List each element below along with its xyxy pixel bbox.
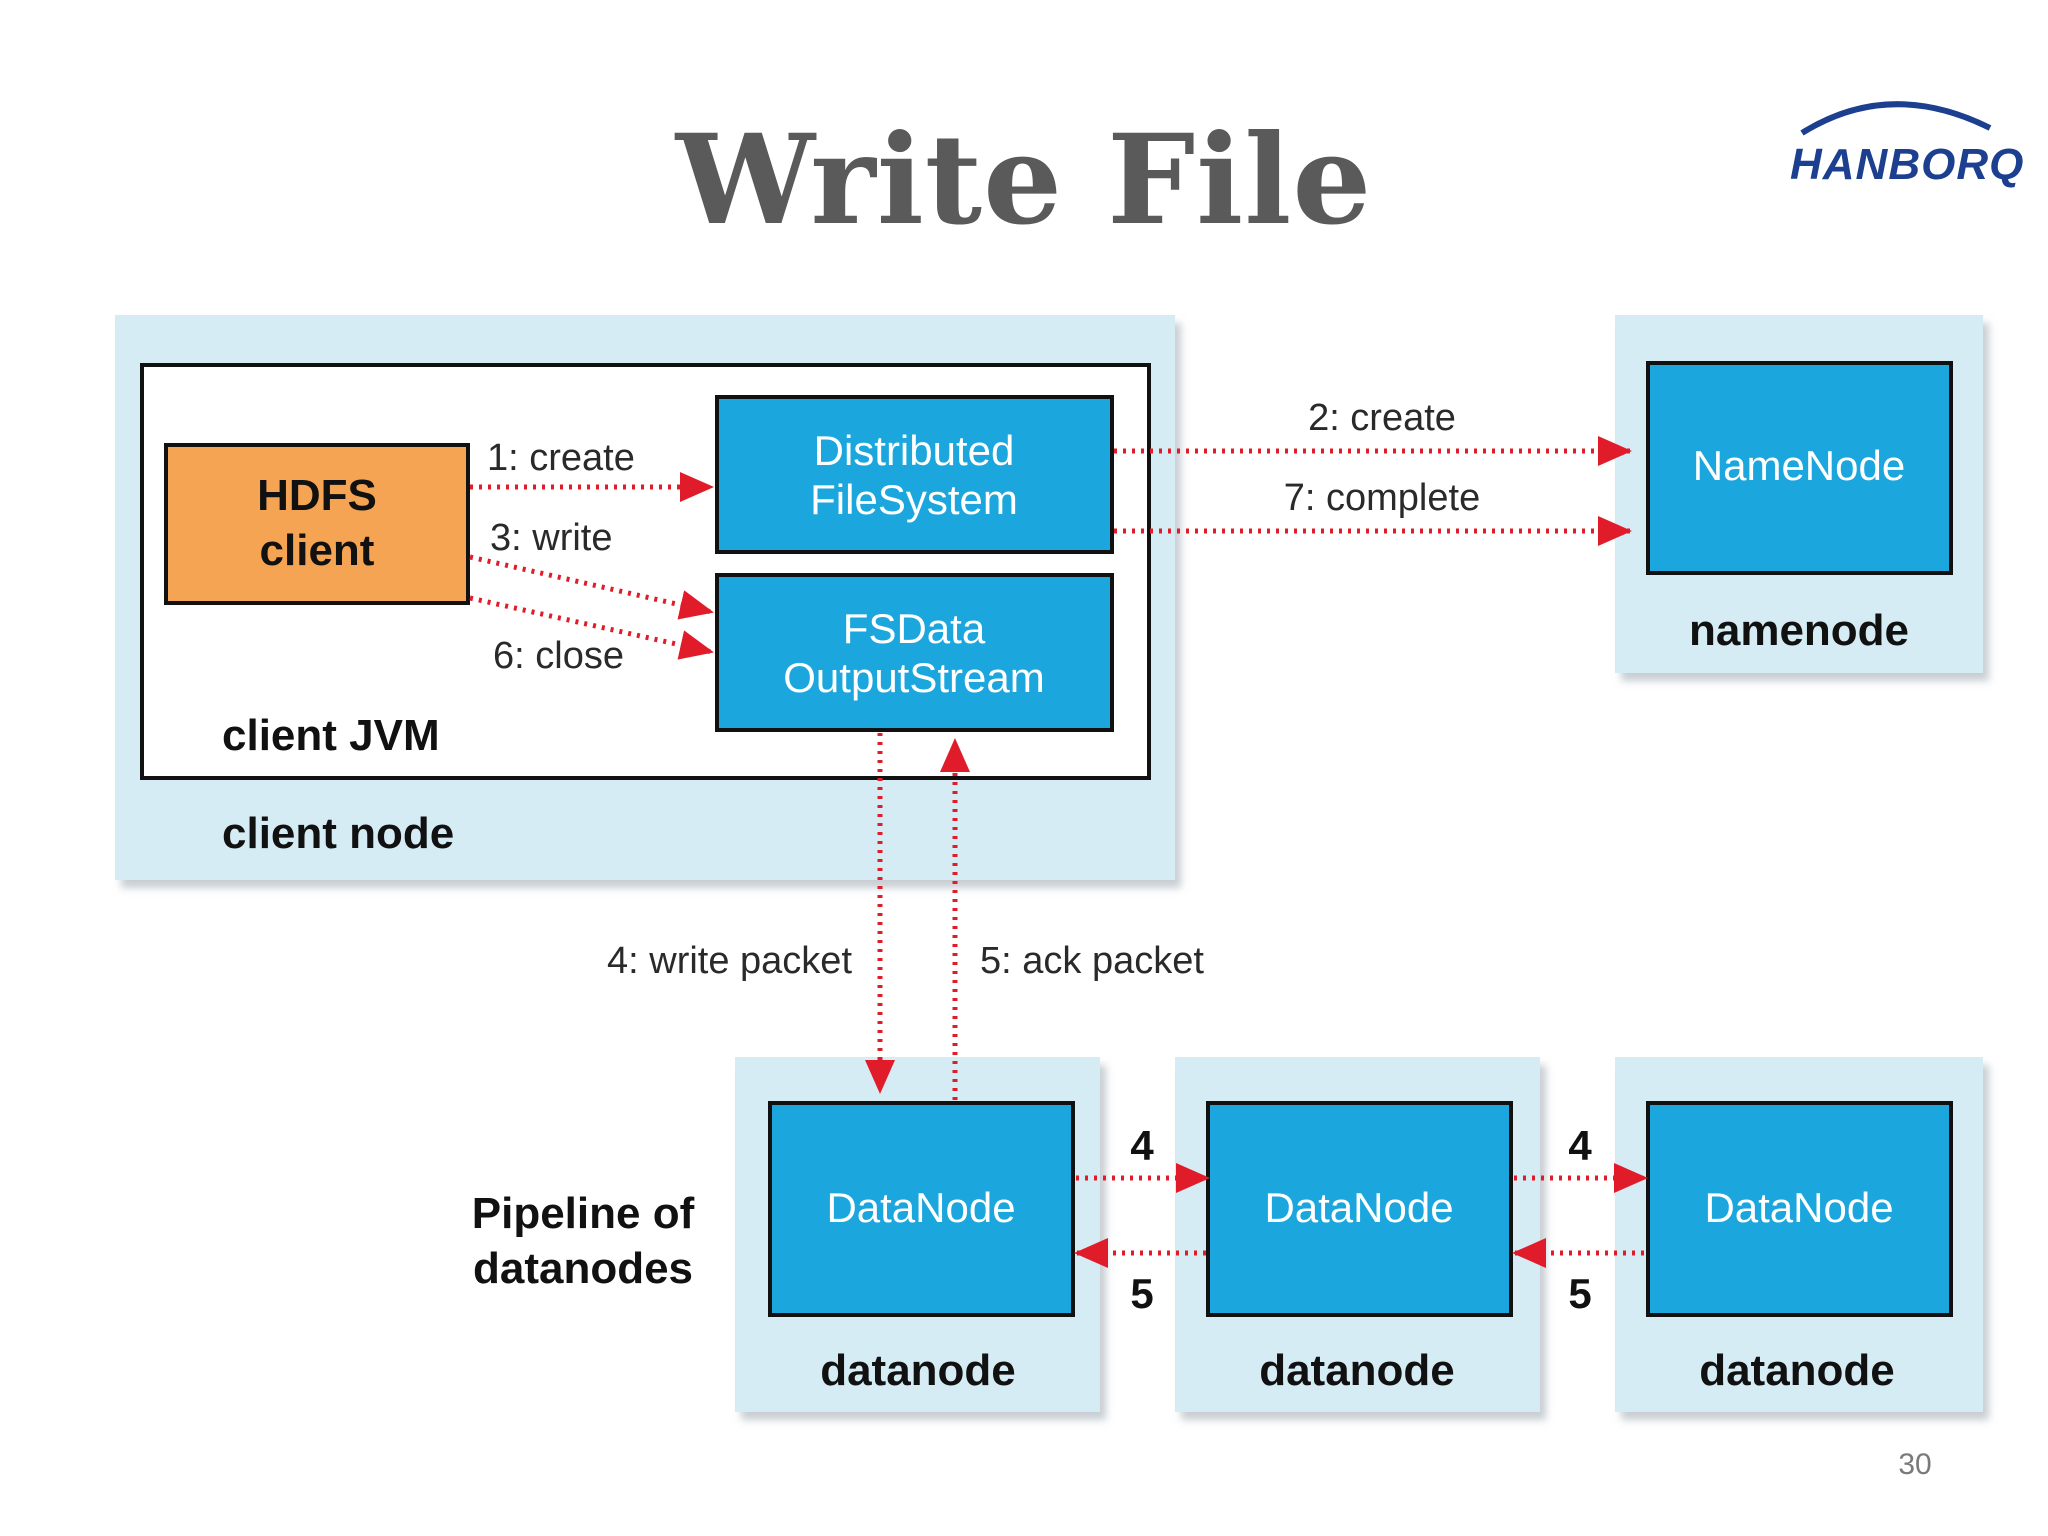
pipeline-label-line1: Pipeline of xyxy=(472,1189,695,1238)
label-7-complete: 7: complete xyxy=(1284,477,1480,519)
hanborq-logo: HANBORQ xyxy=(1790,88,2025,208)
page-number: 30 xyxy=(1898,1448,1932,1481)
pipeline-label-line2: datanodes xyxy=(473,1244,693,1293)
slide-title: Write File xyxy=(675,108,1373,253)
label-2-create: 2: create xyxy=(1308,397,1456,439)
datanode-label-2: datanode xyxy=(1259,1346,1455,1395)
datanode-panel-1: DataNode datanode xyxy=(735,1057,1100,1412)
namenode-box-label: NameNode xyxy=(1693,442,1905,489)
namenode-label: namenode xyxy=(1689,606,1909,655)
datanode-box-label-2: DataNode xyxy=(1264,1184,1453,1231)
datanode-box-2 xyxy=(1206,1101,1513,1317)
client-jvm-label: client JVM xyxy=(222,711,440,760)
arrows xyxy=(469,436,1648,1268)
datanode-panel-3: DataNode datanode xyxy=(1615,1057,1983,1412)
label-5-ack-packet: 5: ack packet xyxy=(980,940,1204,982)
datanode-label-1: datanode xyxy=(820,1346,1016,1395)
label-3-write: 3: write xyxy=(490,517,612,559)
label-pipe-forward-1: 4 xyxy=(1130,1122,1154,1169)
label-1-create: 1: create xyxy=(487,437,635,479)
dfs-line2: FileSystem xyxy=(810,476,1018,523)
fsdata-line2: OutputStream xyxy=(783,654,1044,701)
datanode-box-label-3: DataNode xyxy=(1704,1184,1893,1231)
hdfs-client-box: HDFS client xyxy=(164,443,470,605)
datanode-box-3 xyxy=(1646,1101,1953,1317)
label-6-close: 6: close xyxy=(493,635,624,677)
label-4-write-packet: 4: write packet xyxy=(607,940,852,982)
namenode-box xyxy=(1646,361,1953,575)
datanode-label-3: datanode xyxy=(1699,1346,1895,1395)
logo-text: HANBORQ xyxy=(1790,140,2025,189)
distributed-filesystem-box: Distributed FileSystem xyxy=(715,395,1114,554)
dfs-line1: Distributed xyxy=(814,427,1015,474)
label-pipe-forward-2: 4 xyxy=(1568,1122,1592,1169)
fsdata-line1: FSData xyxy=(843,605,986,652)
fsdata-outputstream-box: FSData OutputStream xyxy=(715,573,1114,732)
hdfs-client-line1: HDFS xyxy=(257,471,377,520)
datanode-box-label-1: DataNode xyxy=(826,1184,1015,1231)
datanode-box-1 xyxy=(768,1101,1075,1317)
client-node-label: client node xyxy=(222,809,454,858)
namenode-panel: NameNode namenode xyxy=(1615,315,1983,673)
label-pipe-ack-1: 5 xyxy=(1130,1270,1153,1317)
datanode-panel-2: DataNode datanode xyxy=(1175,1057,1540,1412)
label-pipe-ack-2: 5 xyxy=(1568,1270,1591,1317)
hdfs-client-line2: client xyxy=(260,526,375,575)
logo-arc-icon xyxy=(1800,101,1992,136)
